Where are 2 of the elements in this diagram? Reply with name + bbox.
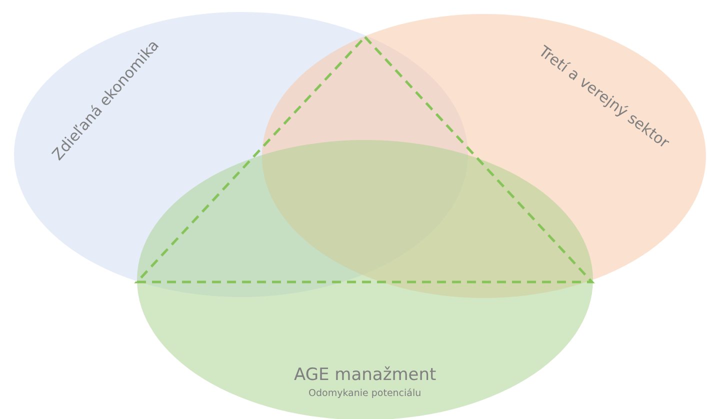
subtitle-text: Odomykanie potenciálu [308, 388, 422, 398]
circle-label: AGE manažment [294, 365, 436, 385]
